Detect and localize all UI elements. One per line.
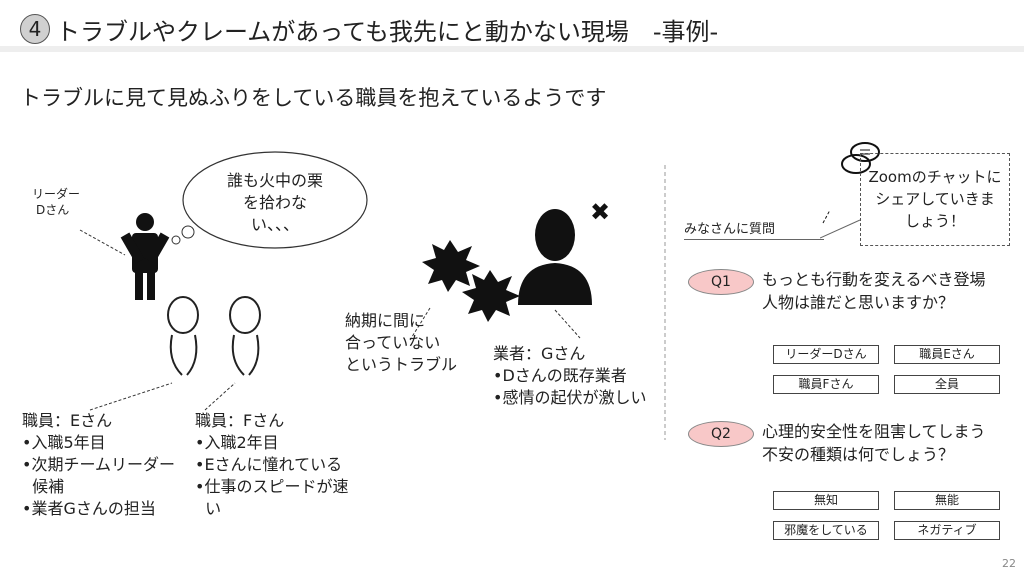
q1-option[interactable]: リーダーDさん (773, 345, 879, 364)
questions-heading: みなさんに質問 (684, 218, 824, 240)
scene-illustration: ✖ (79, 151, 666, 440)
q1-text: もっとも行動を変えるべき登場人物は誰だと思いますか？ (762, 270, 986, 312)
staff-e-info: 職員：Eさん•入職5年目•次期チームリーダー 候補•業者Gさんの担当 (22, 411, 175, 518)
page-title: トラブルやクレームがあっても我先にと動かない現場 -事例- (56, 18, 719, 46)
section-number: 4 (20, 14, 50, 44)
anger-burst-icon (422, 240, 520, 322)
q2-badge: Q2 (688, 421, 754, 447)
page-number: 22 (1002, 557, 1016, 570)
zoom-chat-callout: Zoomのチャットにシェアしていきましょう！ (860, 153, 1010, 246)
q1-option[interactable]: 全員 (894, 375, 1000, 394)
thought-text: 誰も火中の栗を拾わない、、、 (226, 171, 323, 234)
q2-option[interactable]: 邪魔をしている (773, 521, 879, 540)
q2-option[interactable]: 無知 (773, 491, 879, 510)
leader-figure-icon (120, 213, 170, 300)
trouble-text: 納期に間に合っていないというトラブル (345, 311, 458, 374)
scared-staff-icon (167, 296, 261, 376)
q2-option[interactable]: 無能 (894, 491, 1000, 510)
vendor-info: 業者：Gさん•Dさんの既存業者•感情の起伏が激しい (493, 344, 647, 407)
q1-option[interactable]: 職員Fさん (773, 375, 879, 394)
q2-text: 心理的安全性を阻害してしまう不安の種類は何でしょう？ (762, 422, 986, 464)
q1-option[interactable]: 職員Eさん (894, 345, 1000, 364)
vendor-figure-icon (518, 209, 592, 305)
subtitle: トラブルに見て見ぬふりをしている職員を抱えているようです (20, 86, 607, 110)
chat-icon (820, 142, 880, 239)
staff-f-info: 職員：Fさん•入職2年目•Eさんに憧れている•仕事のスピードが速 い (195, 411, 349, 518)
thought-bubble (182, 151, 368, 249)
q1-badge: Q1 (688, 269, 754, 295)
anger-mark-icon: ✖ (590, 198, 610, 226)
title-bar (0, 0, 1024, 52)
q2-option[interactable]: ネガティブ (894, 521, 1000, 540)
